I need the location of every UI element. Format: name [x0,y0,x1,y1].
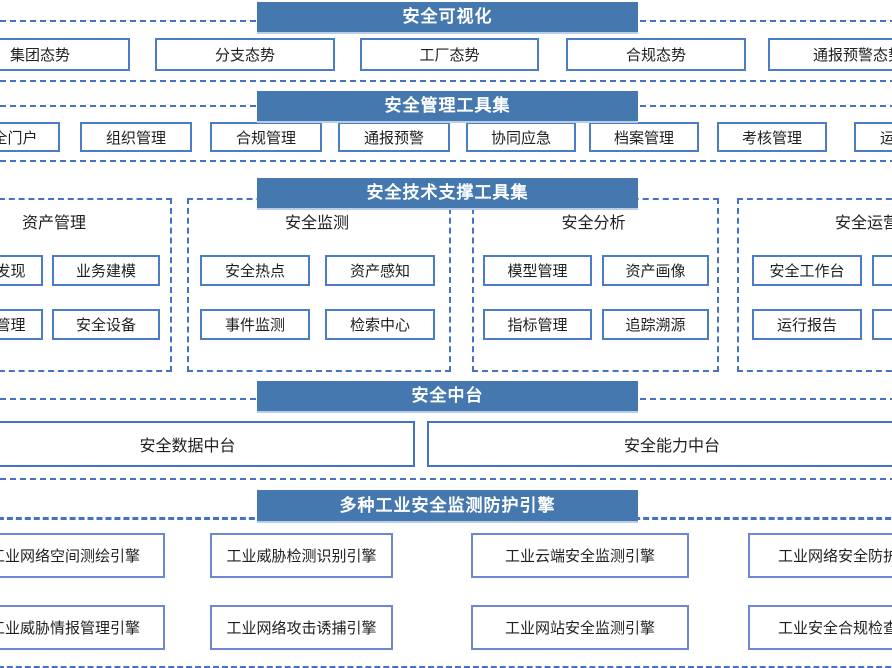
module-box: 资产感知 [325,255,435,286]
situation-box: 工厂态势 [360,38,539,71]
engine-box: 工业云端安全监测引擎 [471,533,689,578]
module-box: 事件监测 [200,309,310,340]
module-box: 资产画像 [602,255,709,286]
engine-box: 工业威胁情报管理引擎 [0,605,165,650]
management-tool-box: 考核管理 [717,122,827,152]
module-box: 安全设备 [52,309,160,340]
management-tool-box: 合规管理 [210,122,322,152]
group-title-security-operation: 安全运营 [834,215,892,232]
group-security-operation-frame [737,198,892,372]
engine-box: 工业网络空间测绘引擎 [0,533,165,578]
module-box: 检索中心 [325,309,435,340]
management-tool-box: 通报预警 [338,122,450,152]
engine-box: 工业网站安全监测引擎 [471,605,689,650]
group-title-security-analysis: 安全分析 [561,215,626,232]
module-box: 安全工作台 [752,255,862,286]
banner-security-visualization: 安全可视化 [257,2,638,34]
banner-industrial-security-engines: 多种工业安全监测防护引擎 [257,490,638,523]
engine-box: 工业安全合规检查引擎 [748,605,892,650]
management-tool-box: 组织管理 [80,122,192,152]
module-box: 模型管理 [483,255,592,286]
engine-box: 工业网络安全防护引擎 [748,533,892,578]
module-box: 业务建模 [52,255,160,286]
module-box: 资产管理 [0,309,43,340]
group-title-security-monitoring: 安全监测 [284,215,349,232]
module-box: 运行报告 [752,309,862,340]
platform-box: 安全能力中台 [427,421,892,467]
situation-box: 合规态势 [566,38,746,71]
module-box: 安全热点 [200,255,310,286]
module-box: 追踪溯源 [602,309,709,340]
situation-box: 通报预警态势 [768,38,892,71]
group-asset-management-frame [0,198,172,372]
management-tool-box: 档案管理 [589,122,699,152]
management-tool-box: 运维管理 [854,122,892,152]
module-box: 资产发现 [0,255,43,286]
group-title-asset-management: 资产管理 [21,215,86,232]
situation-box: 分支态势 [155,38,335,71]
management-tool-box: 协同应急 [466,122,576,152]
banner-security-management-toolset: 安全管理工具集 [257,91,638,123]
module-box: 指标管理 [483,309,592,340]
banner-security-tech-support-toolset: 安全技术支撑工具集 [257,178,638,210]
management-tool-box: 安全门户 [0,122,60,152]
module-box [872,255,892,286]
engine-box: 工业网络攻击诱捕引擎 [210,605,393,650]
platform-box: 安全数据中台 [0,421,415,467]
banner-security-middle-platform: 安全中台 [257,381,638,413]
module-box [872,309,892,340]
engine-box: 工业威胁检测识别引擎 [210,533,393,578]
situation-box: 集团态势 [0,38,130,71]
